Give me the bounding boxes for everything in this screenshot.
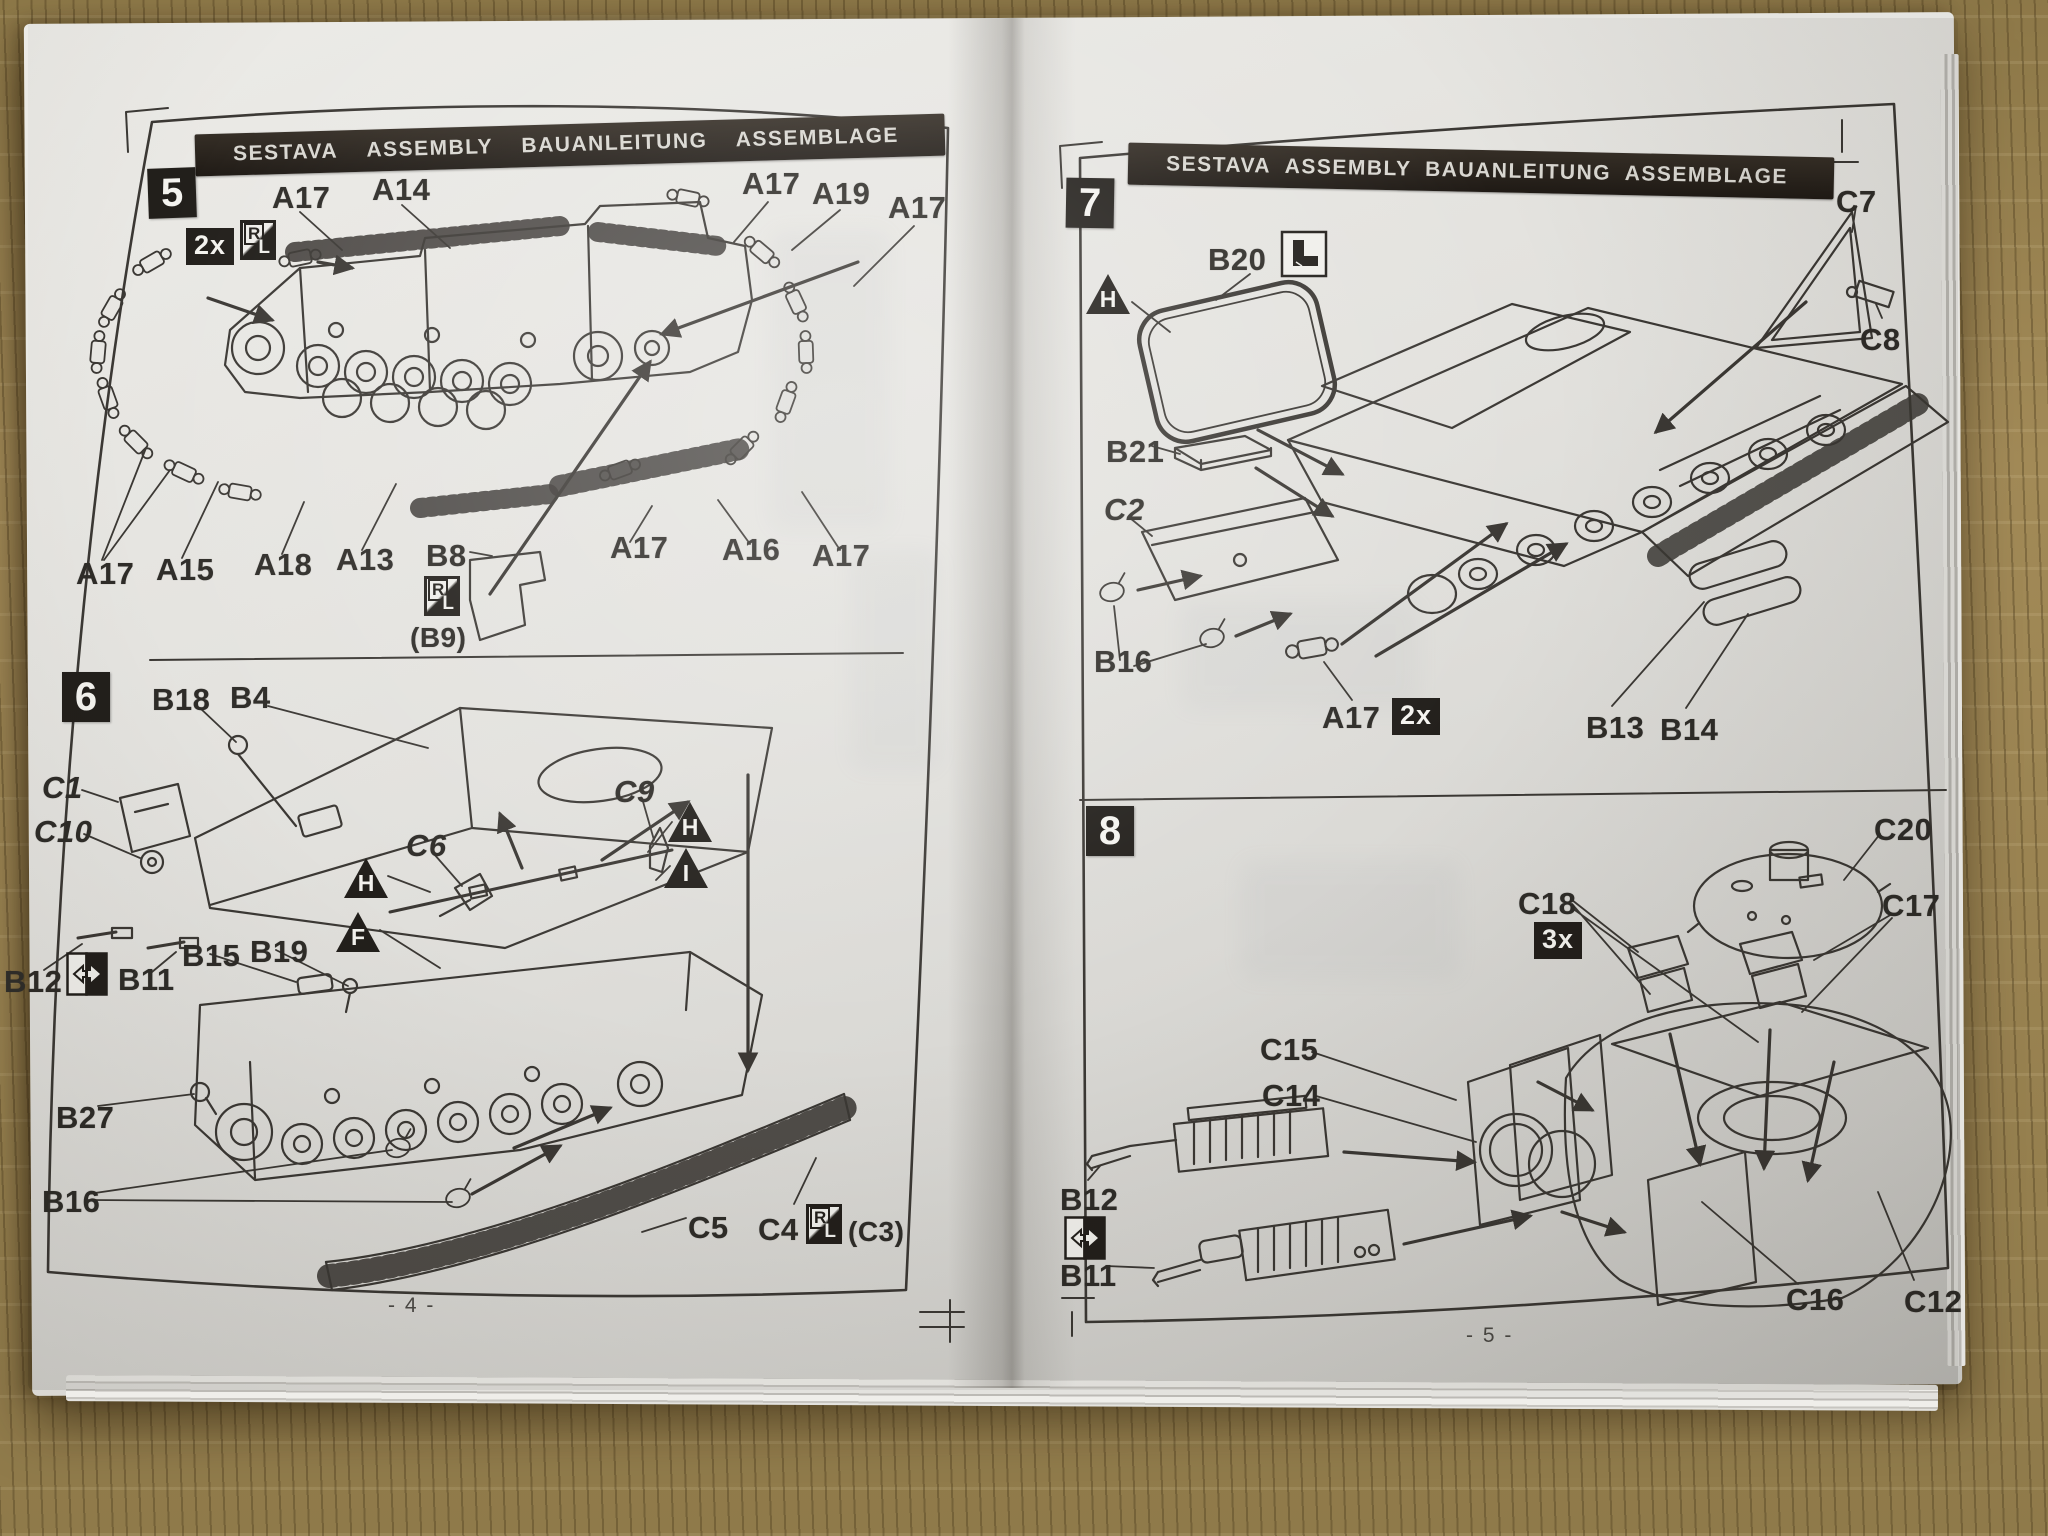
header-label: BAUANLEITUNG: [521, 129, 708, 158]
right-left-icon-l: L: [824, 1221, 836, 1242]
swap-arrows-icon: [1064, 1216, 1106, 1260]
header-label: ASSEMBLAGE: [735, 123, 900, 152]
part-label-c15: C15: [1260, 1032, 1319, 1067]
part-label-a17: A17: [76, 556, 135, 591]
part-label-c3-alt: (C3): [848, 1216, 905, 1247]
swap-arrows-icon: [66, 952, 108, 996]
part-label-b13: B13: [1586, 710, 1645, 745]
step5-illustration: [88, 185, 915, 642]
right-left-icon-l: L: [258, 237, 270, 258]
part-label-c10: C10: [34, 814, 93, 849]
part-label-a18: A18: [254, 547, 313, 582]
part-label-b16: B16: [42, 1184, 101, 1219]
right-left-icon-r: R: [428, 579, 449, 601]
right-left-icon-l: L: [442, 593, 454, 614]
part-label-b12: B12: [4, 964, 63, 999]
page-number-left: - 4 -: [388, 1294, 436, 1317]
step-number-5: 5: [147, 167, 197, 219]
part-label-a17: A17: [888, 190, 947, 225]
header-label: SESTAVA: [232, 139, 339, 166]
page-number-right: - 5 -: [1466, 1324, 1514, 1347]
part-label-a15: A15: [156, 552, 215, 587]
quantity-badge: 2x: [1392, 698, 1441, 735]
header-label: ASSEMBLY: [1284, 154, 1412, 181]
part-label-a16: A16: [722, 532, 781, 567]
part-label-a13: A13: [336, 542, 395, 577]
left-page-frame: [46, 104, 965, 1343]
part-label-a17: A17: [812, 538, 871, 573]
part-label-b11: B11: [118, 962, 175, 997]
quantity-badge: 3x: [1534, 922, 1583, 959]
show-through: [850, 550, 940, 770]
part-label-b12: B12: [1060, 1182, 1119, 1217]
part-label-a14: A14: [372, 172, 431, 207]
part-label-c1: C1: [42, 770, 83, 805]
part-label-a17: A17: [610, 530, 669, 565]
part-label-c12: C12: [1904, 1284, 1963, 1319]
part-label-a17: A17: [272, 180, 331, 215]
part-label-b11: B11: [1060, 1258, 1117, 1293]
part-label-c2: C2: [1104, 492, 1145, 527]
quantity-badge: 2x: [186, 228, 235, 265]
part-label-c17: C17: [1882, 888, 1941, 923]
show-through: [1240, 860, 1460, 980]
right-left-icon: R L: [806, 1204, 842, 1244]
header-label: ASSEMBLY: [366, 135, 494, 162]
part-label-b9-alt: (B9): [410, 622, 467, 653]
part-label-c20: C20: [1874, 812, 1933, 847]
part-label-b16: B16: [1094, 644, 1153, 679]
step-number-7: 7: [1065, 177, 1115, 229]
part-label-c9: C9: [614, 774, 655, 809]
part-label-c5: C5: [688, 1210, 729, 1245]
right-left-icon-r: R: [810, 1207, 831, 1229]
part-label-b18: B18: [152, 682, 211, 717]
header-label: BAUANLEITUNG: [1424, 157, 1612, 185]
part-label-c8: C8: [1860, 322, 1901, 357]
part-label-b19: B19: [250, 934, 309, 969]
part-label-c14: C14: [1262, 1078, 1321, 1113]
step6-illustration: [43, 705, 859, 1292]
part-label-c18: C18: [1518, 886, 1577, 921]
step7-illustration: [1095, 205, 1950, 709]
part-label-b27: B27: [56, 1100, 115, 1135]
part-label-c6: C6: [406, 828, 447, 863]
right-left-icon-r: R: [244, 223, 265, 245]
right-left-icon: R L: [424, 576, 460, 616]
step-number-8: 8: [1086, 806, 1134, 856]
show-through: [770, 230, 890, 530]
step8-illustration: [1085, 833, 1952, 1308]
part-label-b4: B4: [230, 680, 271, 715]
part-label-c4: C4: [758, 1212, 799, 1247]
part-label-b8: B8: [426, 538, 467, 573]
header-label: ASSEMBLAGE: [1624, 162, 1789, 189]
part-label-c7: C7: [1836, 184, 1877, 219]
part-label-b21: B21: [1106, 434, 1165, 469]
part-label-b20: B20: [1208, 242, 1267, 277]
part-label-a17: A17: [742, 166, 801, 201]
part-label-b14: B14: [1660, 712, 1719, 747]
header-label: SESTAVA: [1165, 152, 1272, 178]
part-label-c16: C16: [1786, 1282, 1845, 1317]
bend-part-icon: [1280, 230, 1328, 278]
center-gutter-shadow: [948, 18, 1076, 1388]
part-label-a17: A17: [1322, 700, 1381, 735]
part-label-a19: A19: [812, 176, 871, 211]
right-left-icon: R L: [240, 220, 276, 260]
part-label-b15: B15: [182, 938, 241, 973]
step-number-6: 6: [62, 672, 110, 722]
